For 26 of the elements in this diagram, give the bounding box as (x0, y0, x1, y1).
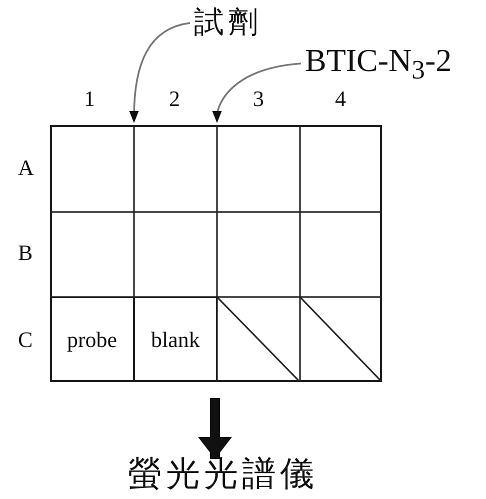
empty-cell (217, 212, 300, 297)
row-letter: C (18, 329, 33, 351)
column-number: 2 (169, 88, 180, 110)
empty-cell (217, 125, 300, 212)
column-number: 3 (253, 88, 264, 110)
empty-cell (300, 125, 382, 212)
empty-cell (50, 212, 134, 297)
text-label: BTIC-N$_{3}$-2 (305, 44, 452, 84)
crossed-out-cell (217, 297, 300, 382)
column-number: 1 (84, 88, 95, 110)
well-cell: blank (134, 297, 217, 382)
leader-arrow (129, 22, 190, 123)
crossed-out-cell (300, 297, 382, 382)
column-number: 4 (335, 88, 346, 110)
leader-arrow (212, 62, 302, 123)
empty-cell (134, 212, 217, 297)
row-letter: B (18, 242, 33, 264)
block-arrow (198, 398, 232, 459)
text-label: 螢光光譜儀 (128, 458, 318, 492)
row-letter: A (18, 157, 34, 179)
text-label: 試劑 (194, 8, 262, 38)
empty-cell (300, 212, 382, 297)
well-plate (50, 125, 382, 382)
empty-cell (50, 125, 134, 212)
empty-cell (134, 125, 217, 212)
well-cell: probe (50, 297, 134, 382)
